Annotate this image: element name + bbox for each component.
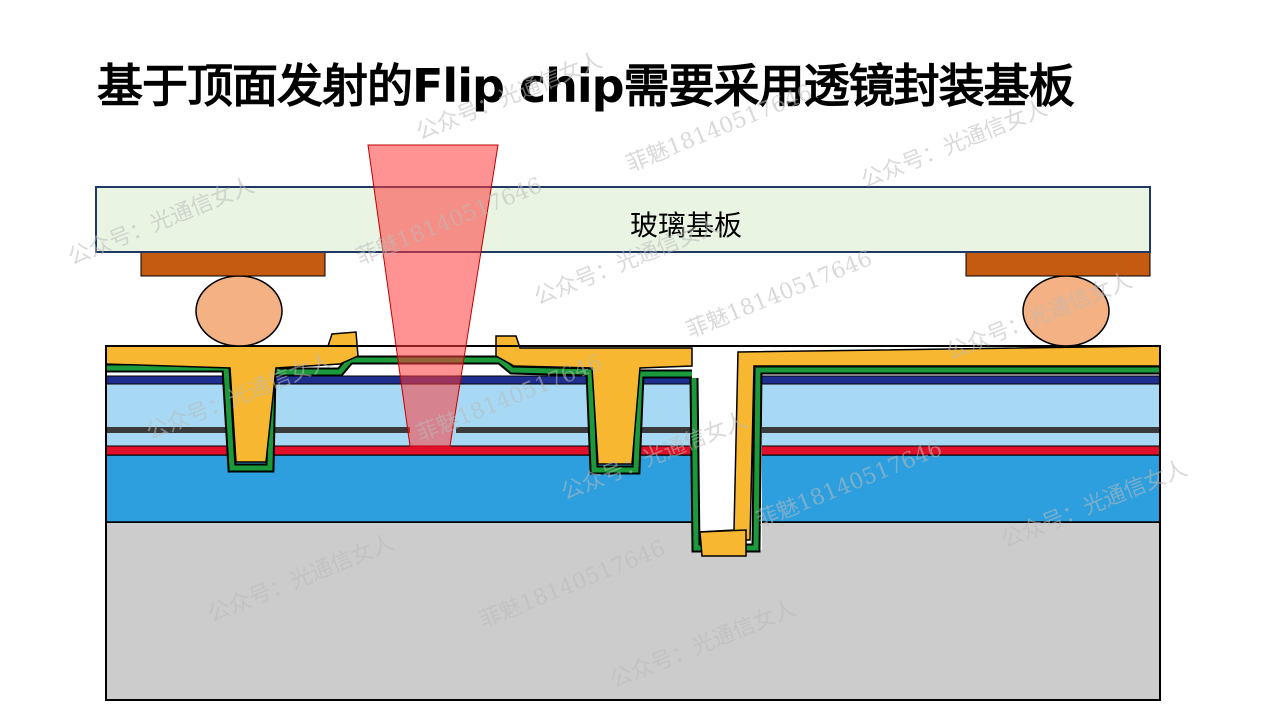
solder-ball-left bbox=[195, 275, 283, 347]
oxide-layer-right bbox=[456, 427, 1160, 433]
glass-substrate-label: 玻璃基板 bbox=[630, 209, 742, 242]
metal-contact-left bbox=[105, 331, 359, 463]
chip-outline bbox=[105, 345, 1161, 701]
watermark-contact: 菲魅18140517646 bbox=[683, 246, 876, 343]
semiconductor-substrate bbox=[105, 521, 1161, 701]
passivation-trench-fill bbox=[691, 367, 1160, 551]
watermark-account: 公众号：光通信女人 bbox=[858, 96, 1051, 193]
laser-beam bbox=[367, 144, 499, 447]
slide-title: 基于顶面发射的Flip chip需要采用透镜封装基板 bbox=[97, 59, 1075, 113]
trench-bottom-metal bbox=[699, 529, 747, 557]
watermark-account: 公众号：光通信女人 bbox=[413, 48, 606, 145]
glass-substrate bbox=[95, 186, 1151, 253]
bond-pad-left bbox=[140, 251, 326, 277]
bond-pad-right bbox=[965, 251, 1151, 277]
watermark-contact: 菲魅18140517646 bbox=[623, 80, 816, 177]
